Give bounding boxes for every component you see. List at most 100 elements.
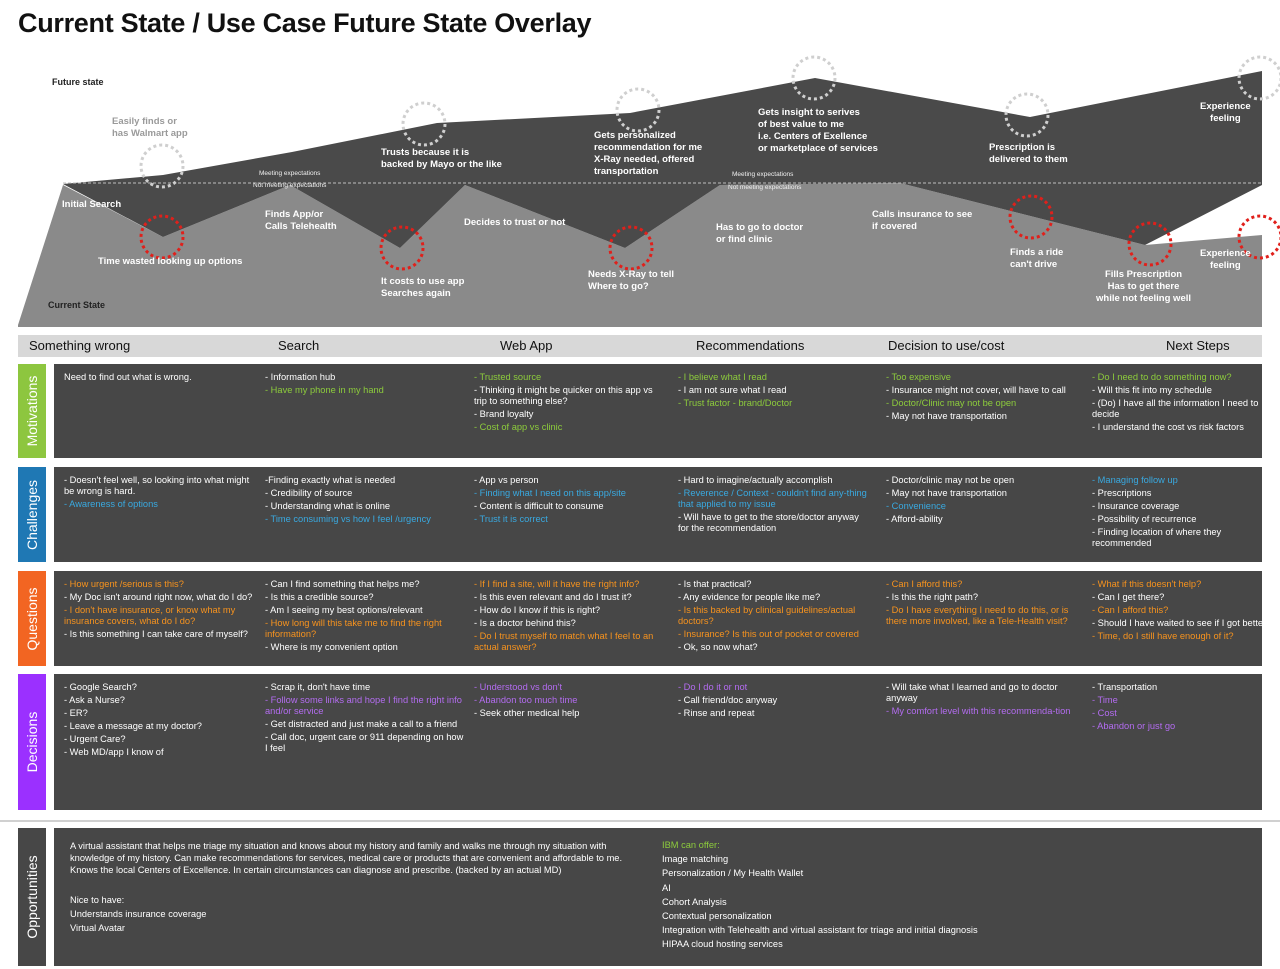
cell-item: -Finding exactly what is needed xyxy=(265,475,396,485)
cell-item: - Insurance coverage xyxy=(1092,501,1180,511)
cell: - Do I do it or not- Call friend/doc any… xyxy=(678,682,868,721)
cell: - App vs person- Finding what I need on … xyxy=(474,475,664,527)
cell-item: - App vs person xyxy=(474,475,539,485)
current-state-area xyxy=(18,183,1262,327)
cell-item: - Abandon too much time xyxy=(474,695,578,705)
future-point: Gets personalized recommendation for me … xyxy=(594,130,703,177)
cell: - Transportation- Time- Cost- Abandon or… xyxy=(1092,682,1272,734)
cell-item: - Credibility of source xyxy=(265,488,353,498)
ibm-offerings: IBM can offer: Image matching Personaliz… xyxy=(662,838,978,952)
current-state-label: Current State xyxy=(48,300,106,310)
cell-item: - Managing follow up xyxy=(1092,475,1178,485)
opportunity-description: A virtual assistant that helps me triage… xyxy=(70,841,623,875)
cell: - Too expensive- Insurance might not cov… xyxy=(886,372,1076,424)
cell: - What if this doesn't help?- Can I get … xyxy=(1092,579,1272,644)
page-title: Current State / Use Case Future State Ov… xyxy=(18,8,592,38)
cell-item: - Scrap it, don't have time xyxy=(265,682,371,692)
cell: - Managing follow up - Prescriptions - Ins… xyxy=(1092,475,1272,551)
cell-item: - Am I seeing my best options/relevant xyxy=(265,605,423,615)
cell-item: - Understanding what is online xyxy=(265,501,391,511)
nice-to-have-title: Nice to have: xyxy=(70,895,125,905)
row-motivations: Motivations Need to find out what is wron… xyxy=(18,364,1262,458)
stage-label: Web App xyxy=(500,338,553,353)
cell-item: - Trust factor - brand/Doctor xyxy=(678,398,793,408)
cell-item: - Trusted source xyxy=(474,372,542,382)
cell-item: - My Doc isn't around right now, what do… xyxy=(64,592,253,602)
current-point: Needs X-Ray to tell Where to go? xyxy=(588,269,675,292)
future-point: Experience feeling xyxy=(1200,101,1251,124)
cell-item: - Can I find something that helps me? xyxy=(265,579,420,589)
divider xyxy=(0,820,1280,822)
cell-item: - Where is my convenient option xyxy=(265,642,398,652)
cell: - Hard to imagine/actually accomplish- R… xyxy=(678,475,868,536)
cell: - Can I find something that helps me? - I… xyxy=(265,579,465,655)
cell-item: Need to find out what is wrong. xyxy=(64,372,192,382)
cell-item: - How long will this take me to find the… xyxy=(265,618,442,639)
cell-item: - ER? xyxy=(64,708,88,718)
cell-item: - Call friend/doc anyway xyxy=(678,695,778,705)
cell-item: - Finding location of where they recomme… xyxy=(1092,527,1222,548)
future-point: Gets insight to serives of best value to… xyxy=(758,107,878,154)
current-point: Fills Prescription Has to get there whil… xyxy=(1096,269,1192,304)
row-challenges: Challenges - Doesn't feel well, so lookin… xyxy=(18,467,1262,562)
cell-item: - Information hub xyxy=(265,372,336,382)
cell-item: - Possibility of recurrence xyxy=(1092,514,1197,524)
ibm-offerings-title: IBM can offer: xyxy=(662,840,720,850)
cell-item: - Google Search? xyxy=(64,682,137,692)
current-point: Initial Search xyxy=(62,199,122,210)
cell-item: - Prescriptions xyxy=(1092,488,1152,498)
cell-item: - If I find a site, will it have the rig… xyxy=(474,579,640,589)
cell: - Will take what I learned and go to doc… xyxy=(886,682,1076,719)
cell-item: - Is this even relevant and do I trust i… xyxy=(474,592,632,602)
cell-item: - My comfort level with this recommenda-… xyxy=(886,706,1071,716)
current-marker xyxy=(1127,221,1173,267)
cell-item: - May not have transportation xyxy=(886,411,1007,421)
future-marker xyxy=(1237,55,1280,101)
cell: - Can I afford this? - Is this the right … xyxy=(886,579,1076,629)
cell-item: - Can I afford this? xyxy=(886,579,963,589)
cell-item: - I am not sure what I read xyxy=(678,385,787,395)
cell-item: - Will this fit into my schedule xyxy=(1092,385,1212,395)
cell-item: - Doctor/Clinic may not be open xyxy=(886,398,1017,408)
cell-item: - Afford-ability xyxy=(886,514,943,524)
cell-item: - Doesn't feel well, so looking into wha… xyxy=(64,475,250,496)
row-tab-motivations: Motivations xyxy=(18,364,46,458)
current-marker xyxy=(379,225,425,271)
row-panel: - Google Search?- Ask a Nurse?- ER?- Lea… xyxy=(54,674,1262,810)
stage-label: Something wrong xyxy=(29,338,131,353)
cell-item: - Abandon or just go xyxy=(1092,721,1176,731)
cell-item: - Time xyxy=(1092,695,1118,705)
row-panel: - How urgent /serious is this?- My Doc i… xyxy=(54,571,1271,666)
cell-item: - Ask a Nurse? xyxy=(64,695,125,705)
cell: - Trusted source- Thinking it might be q… xyxy=(474,372,664,435)
cell-item: - Cost of app vs clinic xyxy=(474,422,563,432)
cell-item: - Is a doctor behind this? xyxy=(474,618,576,628)
cell-item: - Insurance? Is this out of pocket or co… xyxy=(678,629,859,639)
row-label: Questions xyxy=(24,586,40,651)
meeting-expectations-label: Meeting expectations xyxy=(259,170,321,177)
ibm-offering-item: Cohort Analysis xyxy=(662,896,727,907)
row-questions: Questions - How urgent /serious is this?-… xyxy=(18,571,1271,666)
cell-item: - Is this the right path? xyxy=(886,592,978,602)
ibm-offering-item: Contextual personalization xyxy=(662,911,772,922)
cell-item: - Content is difficult to consume xyxy=(474,501,604,511)
cell-item: - Urgent Care? xyxy=(64,734,126,744)
cell: Need to find out what is wrong. xyxy=(64,372,260,385)
cell-item: - Ok, so now what? xyxy=(678,642,758,652)
cell-item: - Time, do I still have enough of it? xyxy=(1092,631,1234,641)
ibm-offering-item: Integration with Telehealth and virtual … xyxy=(662,925,978,936)
cell-item: - Transportation xyxy=(1092,682,1158,692)
cell-item: - Is this a credible source? xyxy=(265,592,374,602)
row-label: Challenges xyxy=(24,479,40,550)
cell: - Google Search?- Ask a Nurse?- ER?- Lea… xyxy=(64,682,260,760)
current-point: It costs to use app Searches again xyxy=(381,276,465,299)
cell-item: - Awareness of options xyxy=(64,499,158,509)
cell: - I believe what I read- I am not sure w… xyxy=(678,372,868,411)
cell: - Understood vs don't- Abandon too much … xyxy=(474,682,664,721)
stage-label: Search xyxy=(278,338,320,353)
not-meeting-expectations-label: Not meeting expectations xyxy=(253,182,327,189)
future-point: Prescription is delivered to them xyxy=(989,142,1068,165)
cell-item: - Will take what I learned and go to doc… xyxy=(886,682,1058,703)
future-marker xyxy=(791,55,837,101)
cell-item: - Can I get there? xyxy=(1092,592,1165,602)
